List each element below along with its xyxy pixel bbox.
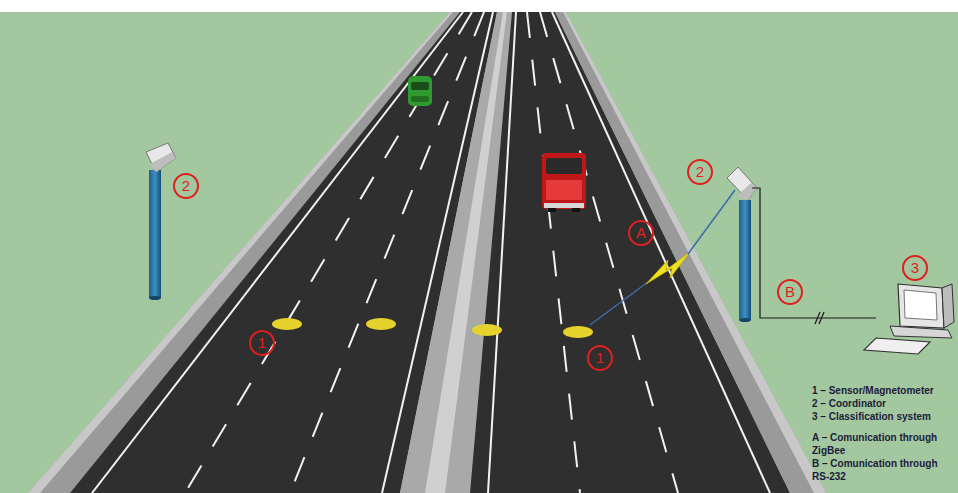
magnetometer xyxy=(563,326,593,338)
radio-link xyxy=(590,282,648,325)
break-mark xyxy=(819,312,824,324)
edge-line xyxy=(382,12,493,493)
magnetometer xyxy=(272,318,302,330)
wheel xyxy=(548,208,556,212)
sensors xyxy=(272,318,593,338)
lightning-bolt xyxy=(646,252,690,284)
computer xyxy=(864,284,954,354)
pole xyxy=(149,170,161,298)
truck-body xyxy=(542,153,586,209)
sky-strip xyxy=(0,0,958,12)
legend-note: 2 – Coordinator xyxy=(812,397,954,410)
serial-wire xyxy=(752,188,876,318)
callout-number: 2 xyxy=(173,173,199,199)
legend-notes: 1 – Sensor/Magnetometer2 – Coordinator3 … xyxy=(812,384,954,483)
pole-base xyxy=(149,296,161,300)
screen xyxy=(904,290,937,320)
coordinator-pole xyxy=(146,143,176,300)
legend-note: B – Comunication through RS-232 xyxy=(812,457,954,483)
truck xyxy=(542,153,586,212)
lane-line xyxy=(540,12,678,493)
magnetometer xyxy=(472,324,502,336)
edge-line xyxy=(92,12,463,493)
guardrail xyxy=(555,12,826,493)
lamp-side xyxy=(150,152,176,172)
magnetometer xyxy=(366,318,396,330)
grass xyxy=(0,12,958,493)
legend-note: A – Comunication through ZigBee xyxy=(812,431,954,457)
car xyxy=(408,76,432,106)
truck-bumper xyxy=(544,203,584,208)
coordinator-pole xyxy=(727,167,757,322)
lane-line xyxy=(290,12,484,493)
keyboard xyxy=(864,338,930,354)
callout-number: B xyxy=(777,279,803,305)
edge-line xyxy=(552,12,770,493)
lane-markings xyxy=(92,12,770,493)
pole xyxy=(739,200,751,320)
truck-panel xyxy=(546,180,582,200)
edge-line xyxy=(488,12,516,493)
monitor xyxy=(898,284,944,328)
guardrail-top xyxy=(563,12,826,493)
callout-number: A xyxy=(628,220,654,246)
lamp-head xyxy=(146,143,176,172)
lane-line xyxy=(527,12,580,493)
wheel xyxy=(572,208,580,212)
radio-link xyxy=(688,190,735,254)
callout-number: 3 xyxy=(902,255,928,281)
base xyxy=(890,326,952,338)
car-window xyxy=(411,82,429,90)
road-right xyxy=(470,12,790,493)
lamp-side xyxy=(737,183,757,200)
legend-note: 1 – Sensor/Magnetometer xyxy=(812,384,954,397)
car-body xyxy=(408,76,432,106)
truck-window xyxy=(546,158,582,174)
callout-number: 1 xyxy=(249,330,275,356)
car-roof xyxy=(411,96,429,102)
lane-line xyxy=(185,12,472,493)
monitor-side xyxy=(942,284,954,328)
callout-number: 2 xyxy=(687,159,713,185)
legend-note: 3 – Classification system xyxy=(812,410,954,423)
pole-base xyxy=(739,318,751,322)
callout-number: 1 xyxy=(587,345,613,371)
